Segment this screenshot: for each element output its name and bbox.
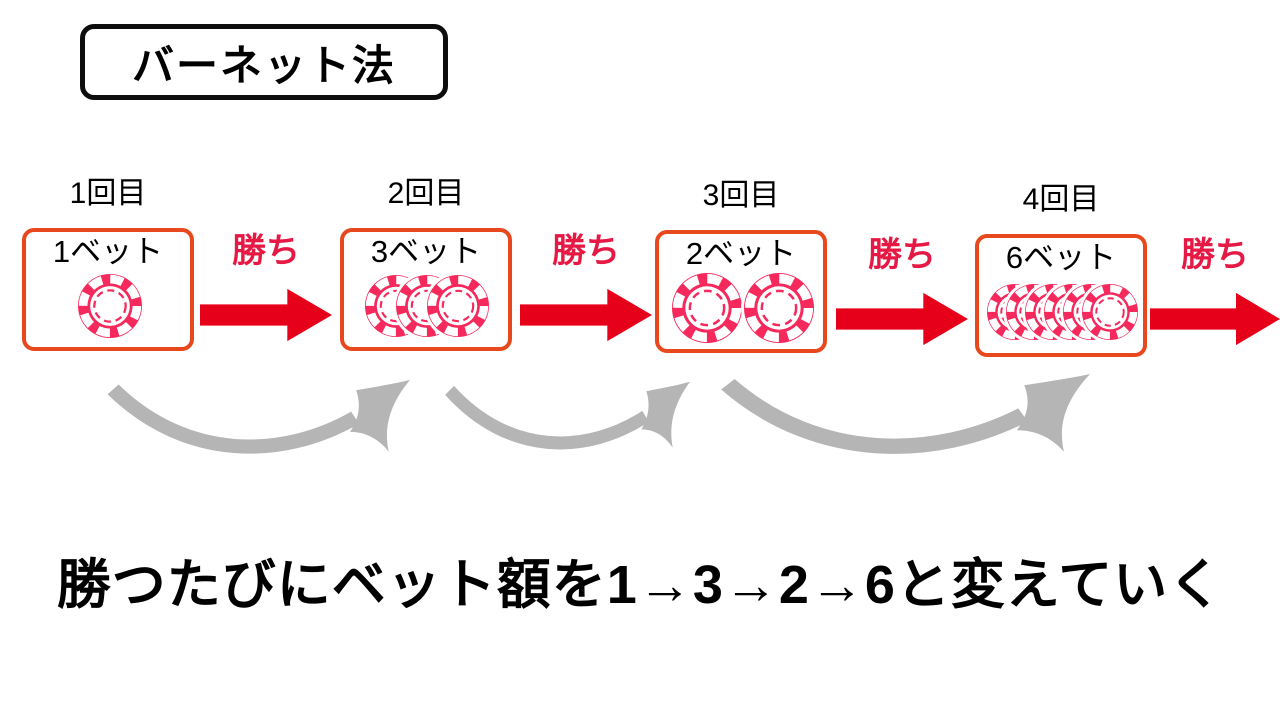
round-label: 2回目 — [387, 177, 465, 210]
win-arrow-icon — [520, 288, 652, 342]
title-box: バーネット法 — [80, 24, 448, 100]
next-round-curved-arrow-icon — [107, 379, 410, 454]
round-label: 1回目 — [69, 177, 147, 210]
win-transition-4: 勝ち — [1150, 236, 1280, 348]
bet-amount-label: 6ベット — [1005, 240, 1117, 275]
casino-chips-icon — [984, 281, 1141, 343]
next-round-curved-arrow-icon — [445, 381, 690, 450]
win-transition-3: 勝ち — [836, 236, 968, 348]
stage-3: 3回目 2ベット — [655, 179, 827, 353]
next-round-curved-arrow-icon — [721, 374, 1090, 454]
round-label: 3回目 — [702, 179, 780, 212]
bet-box: 6ベット — [975, 234, 1147, 357]
win-transition-1: 勝ち — [200, 232, 332, 344]
page-title: バーネット法 — [131, 41, 396, 89]
explanation-caption: 勝つたびにベット額を1→3→2→6と変えていく — [56, 555, 1224, 615]
casino-chips-icon — [669, 270, 817, 346]
bet-amount-label: 2ベット — [685, 236, 797, 271]
bet-box: 2ベット — [655, 230, 827, 353]
stage-4: 4回目 6ベット — [975, 183, 1147, 357]
stage-1: 1回目 1ベット — [22, 177, 194, 351]
stage-2: 2回目 3ベット — [340, 177, 512, 351]
win-transition-2: 勝ち — [520, 232, 652, 344]
win-label: 勝ち — [552, 232, 620, 270]
bet-box: 3ベット — [340, 228, 512, 351]
win-arrow-icon — [1150, 292, 1280, 346]
win-arrow-icon — [200, 288, 332, 342]
win-arrow-icon — [836, 292, 968, 346]
win-label: 勝ち — [868, 236, 936, 274]
round-label: 4回目 — [1022, 183, 1100, 216]
win-label: 勝ち — [1181, 236, 1249, 274]
bet-box: 1ベット — [22, 228, 194, 351]
casino-chips-icon — [362, 272, 492, 340]
bet-amount-label: 3ベット — [370, 234, 482, 269]
casino-chips-icon — [75, 271, 145, 341]
win-label: 勝ち — [232, 232, 300, 270]
bet-amount-label: 1ベット — [52, 234, 164, 269]
